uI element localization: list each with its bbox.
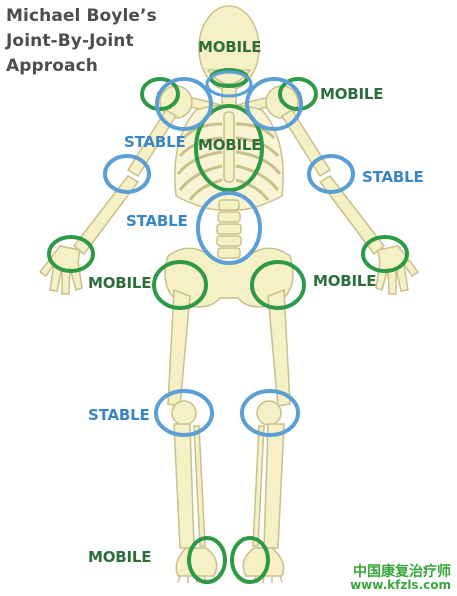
title-line-2: Joint-By-Joint — [6, 31, 134, 51]
left-hip-circle — [152, 260, 208, 310]
left-knee-circle — [154, 389, 214, 437]
left-tibia — [173, 423, 195, 549]
label-thoracic-mobile: MOBILE — [198, 136, 262, 154]
left-scapula-circle — [155, 77, 213, 131]
right-hip-circle — [250, 260, 306, 310]
left-forearm — [72, 175, 140, 256]
right-elbow-circle — [307, 154, 355, 194]
label-lumbar-stable: STABLE — [126, 212, 188, 230]
label-hip-right-mobile: MOBILE — [313, 272, 377, 290]
label-elbow-stable: STABLE — [362, 168, 424, 186]
title-line-1: Michael Boyle’s — [6, 6, 157, 26]
label-knee-stable: STABLE — [88, 406, 150, 424]
title-line-3: Approach — [6, 56, 99, 76]
label-ankle-mobile: MOBILE — [88, 548, 152, 566]
left-ankle-circle — [187, 536, 227, 584]
thoracic-circle — [194, 104, 264, 192]
label-hip-left-mobile: MOBILE — [88, 274, 152, 292]
sternum — [223, 111, 235, 183]
left-foot — [175, 547, 218, 577]
right-scapula-circle — [245, 77, 303, 131]
left-wrist-circle — [47, 235, 95, 273]
watermark-chinese: 中国康复治疗师 — [353, 564, 451, 580]
label-neck-mobile: MOBILE — [198, 38, 262, 56]
left-elbow-circle — [103, 154, 151, 194]
label-shoulder-mobile: MOBILE — [320, 85, 384, 103]
right-wrist-circle — [361, 235, 409, 273]
neck-joint-circle-lower — [205, 70, 253, 98]
right-foot — [242, 547, 285, 577]
left-shoulder-circle — [140, 77, 180, 111]
right-upper-arm — [280, 108, 332, 178]
label-scapula-stable: STABLE — [124, 133, 186, 151]
right-shoulder-circle — [278, 77, 318, 111]
right-patella — [256, 400, 282, 426]
right-knee-circle — [240, 389, 300, 437]
right-fibula — [252, 425, 265, 547]
right-tibia — [263, 423, 285, 549]
left-fibula — [193, 425, 206, 547]
right-forearm — [318, 175, 386, 256]
lumbar-circle — [196, 191, 262, 265]
right-ankle-circle — [230, 536, 270, 584]
watermark-url: www.kfzls.com — [350, 578, 451, 592]
left-patella — [171, 400, 197, 426]
lumbar-spine — [216, 199, 242, 259]
